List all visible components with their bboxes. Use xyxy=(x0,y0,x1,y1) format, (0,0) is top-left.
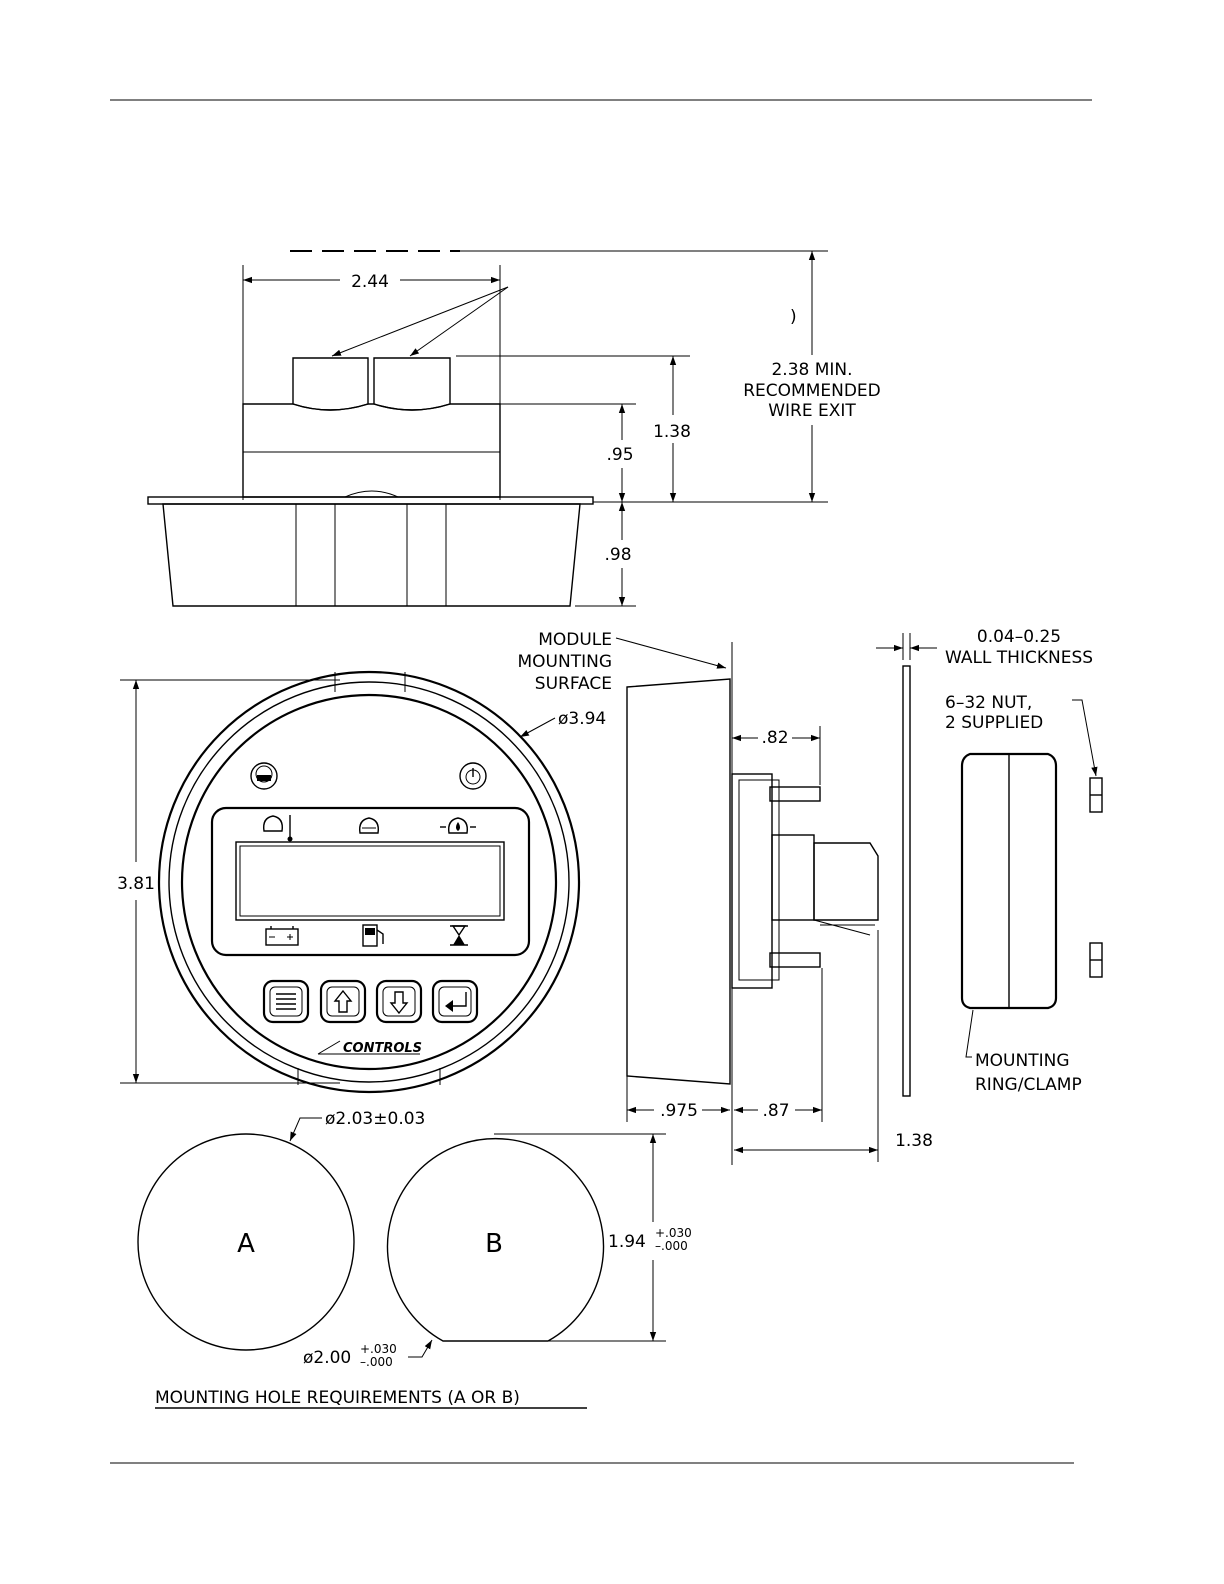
hole-b-diameter-tol-plus: +.030 xyxy=(360,1342,397,1356)
dim-connector-label: 1.38 xyxy=(653,422,691,442)
hole-b-height-tol-plus: +.030 xyxy=(655,1226,692,1240)
wall-thickness-label: WALL THICKNESS xyxy=(945,648,1093,668)
power-icon xyxy=(460,763,486,789)
enter-button[interactable] xyxy=(433,981,477,1022)
wire-exit-line1: 2.38 MIN. xyxy=(771,360,852,380)
dim-975-label: .975 xyxy=(660,1101,698,1121)
mounting-surface-line1: MODULE xyxy=(538,630,612,650)
dim-138-label: 1.38 xyxy=(895,1131,933,1151)
stop-icon xyxy=(251,763,277,789)
dim-87-label: .87 xyxy=(762,1101,789,1121)
mounting-surface-line2: MOUNTING xyxy=(518,652,613,672)
hole-b-height: 1.94 xyxy=(608,1232,646,1252)
hole-b-label: B xyxy=(485,1229,503,1259)
dim-diameter-label: ø3.94 xyxy=(558,709,606,729)
svg-text:): ) xyxy=(790,307,797,327)
nut-note-line1: 6–32 NUT, xyxy=(945,693,1032,713)
oil-pressure-icon xyxy=(440,818,476,833)
dim-82-label: .82 xyxy=(761,728,788,748)
front-view: 3.81 ø3.94 xyxy=(117,672,606,1092)
wire-exit-line3: WIRE EXIT xyxy=(768,401,856,421)
arrow-up-button[interactable] xyxy=(321,981,365,1022)
ring-label-line1: MOUNTING xyxy=(975,1051,1070,1071)
hourglass-icon xyxy=(450,926,468,945)
oil-level-icon xyxy=(360,818,379,833)
hole-a-label: A xyxy=(237,1229,255,1259)
mounting-holes-title: MOUNTING HOLE REQUIREMENTS (A OR B) xyxy=(155,1388,520,1408)
dim-lower-label: .98 xyxy=(604,545,631,565)
hole-a-diameter: ø2.03±0.03 xyxy=(325,1109,425,1129)
brand-logo: CONTROLS xyxy=(343,1041,422,1056)
hole-b-diameter-tol-minus: –.000 xyxy=(360,1355,393,1369)
side-view: 2.44 ) .95 .98 1.38 xyxy=(148,251,881,606)
menu-button[interactable] xyxy=(264,981,308,1022)
ring-label-line2: RING/CLAMP xyxy=(975,1075,1082,1095)
mounting-surface-line3: SURFACE xyxy=(535,674,612,694)
dim-width-label: 2.44 xyxy=(351,272,389,292)
fuel-icon xyxy=(363,925,383,946)
wire-exit-line2: RECOMMENDED xyxy=(743,381,881,401)
arrow-down-button[interactable] xyxy=(377,981,421,1022)
coolant-temp-icon xyxy=(264,815,293,842)
wall-thickness-range: 0.04–0.25 xyxy=(977,627,1061,647)
dim-height-label: 3.81 xyxy=(117,874,155,894)
nut-note-line2: 2 SUPPLIED xyxy=(945,713,1043,733)
hole-b-height-tol-minus: –.000 xyxy=(655,1239,688,1253)
dim-body-label: .95 xyxy=(606,445,633,465)
mounting-holes: A ø2.03±0.03 B 1.94 +.030 –.000 ø2.00 +.… xyxy=(138,1109,692,1408)
hole-b-diameter: ø2.00 xyxy=(303,1348,351,1368)
battery-icon xyxy=(266,926,298,945)
clamp-view: 0.04–0.25 WALL THICKNESS 6–32 NUT, 2 SUP… xyxy=(876,627,1102,1096)
